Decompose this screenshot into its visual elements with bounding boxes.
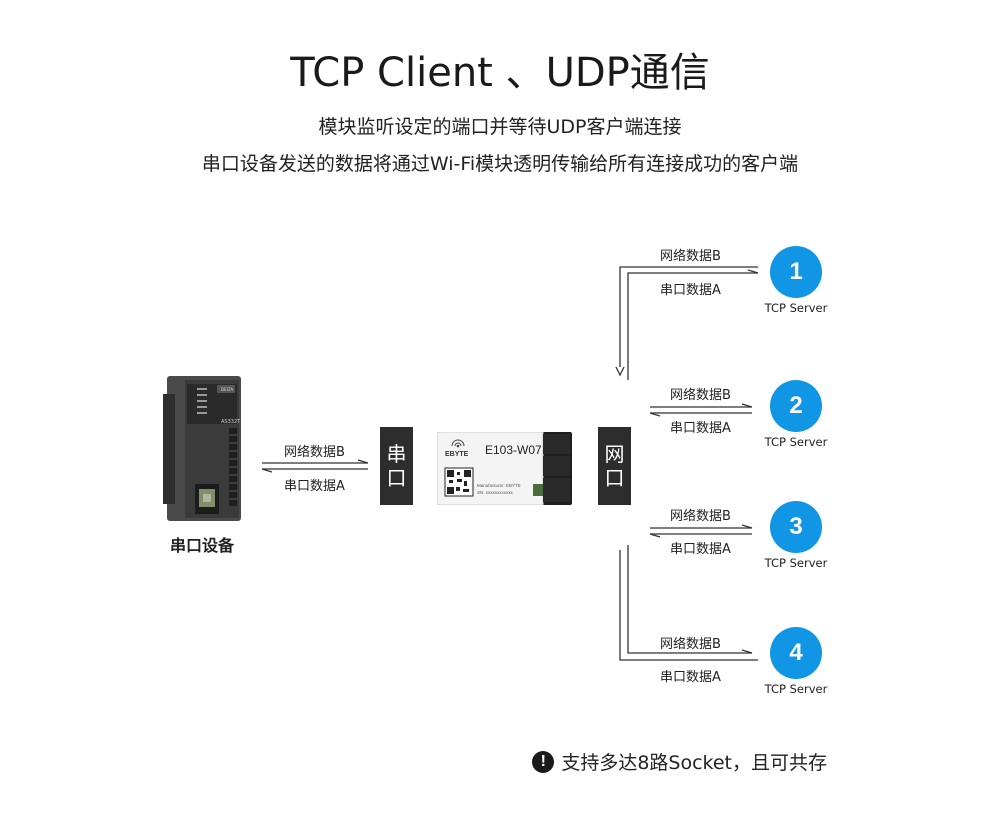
server2-link-label-bottom: 串口数据A <box>670 421 731 436</box>
serial-device-label: 串口设备 <box>170 536 235 555</box>
wifi-signal-icon <box>451 439 465 447</box>
server1-number-badge: 1 <box>770 246 822 298</box>
server3-number-badge: 3 <box>770 501 822 553</box>
server3-arrow-top-head <box>741 524 753 529</box>
server4-arrow-head <box>741 649 753 654</box>
server1-path-inner <box>627 272 758 380</box>
network-port-char-1: 网 <box>604 442 625 466</box>
server3-arrow-bottom-head <box>649 533 661 538</box>
network-port-char-2: 口 <box>604 466 625 490</box>
serial-port-block: 串 口 <box>380 427 413 505</box>
server1-link-label-top: 网络数据B <box>660 249 721 264</box>
serial-port-char-2: 口 <box>386 466 407 490</box>
exclamation-icon: ! <box>532 750 555 773</box>
server1-link-label-bottom: 串口数据A <box>660 283 721 298</box>
module-manufacturer-text: Manufacturer: EBYTE <box>477 483 521 488</box>
server2-link-label-top: 网络数据B <box>670 388 731 403</box>
server1-arrow-head <box>615 366 625 377</box>
plc-model-text: AS332T <box>221 419 241 425</box>
device-link-label-bottom: 串口数据A <box>284 479 345 494</box>
module-brand-text: EBYTE <box>445 451 469 458</box>
server4-number-badge: 4 <box>770 627 822 679</box>
server4-link-label-bottom: 串口数据A <box>660 670 721 685</box>
server2-arrow-top-head <box>741 403 753 408</box>
server3-label: TCP Server <box>764 556 828 570</box>
subtitle-line-2: 串口设备发送的数据将通过Wi-Fi模块透明传输给所有连接成功的客户端 <box>201 153 799 175</box>
server2-number-badge: 2 <box>770 380 822 432</box>
server4-path-outer <box>619 550 758 661</box>
server2-label: TCP Server <box>764 435 828 449</box>
server1-label: TCP Server <box>764 301 828 315</box>
server4-link-label-top: 网络数据B <box>660 637 721 652</box>
plc-device-icon: AS332T DELTA <box>163 376 241 521</box>
server4-path-inner <box>627 545 752 654</box>
serial-port-char-1: 串 <box>386 442 407 466</box>
server1-arrow-head-right <box>747 269 759 274</box>
qr-code-icon <box>444 467 474 497</box>
network-port-block: 网 口 <box>598 427 631 505</box>
device-link-label-top: 网络数据B <box>284 445 345 460</box>
server1-path-outer <box>619 266 758 367</box>
device-arrow-top-head <box>357 459 369 464</box>
device-arrow-bottom-head <box>261 468 273 473</box>
subtitle-line-1: 模块监听设定的端口并等待UDP客户端连接 <box>318 116 682 138</box>
server4-label: TCP Server <box>764 682 828 696</box>
plc-brand-text: DELTA <box>221 387 233 392</box>
module-sn-text: SN: xxxxxxxxxxxx <box>477 490 514 495</box>
server3-link-label-bottom: 串口数据A <box>670 542 731 557</box>
socket-note-text: 支持多达8路Socket，且可共存 <box>561 752 827 774</box>
server3-link-label-top: 网络数据B <box>670 509 731 524</box>
page-title: TCP Client 、UDP通信 <box>290 50 710 96</box>
socket-note: ! 支持多达8路Socket，且可共存 <box>532 748 827 775</box>
wifi-module-icon: EBYTE E103-W07 Manufacturer: EBYTE SN: x… <box>437 432 572 505</box>
server2-arrow-bottom-head <box>649 412 661 417</box>
module-model-text: E103-W07 <box>485 443 542 457</box>
